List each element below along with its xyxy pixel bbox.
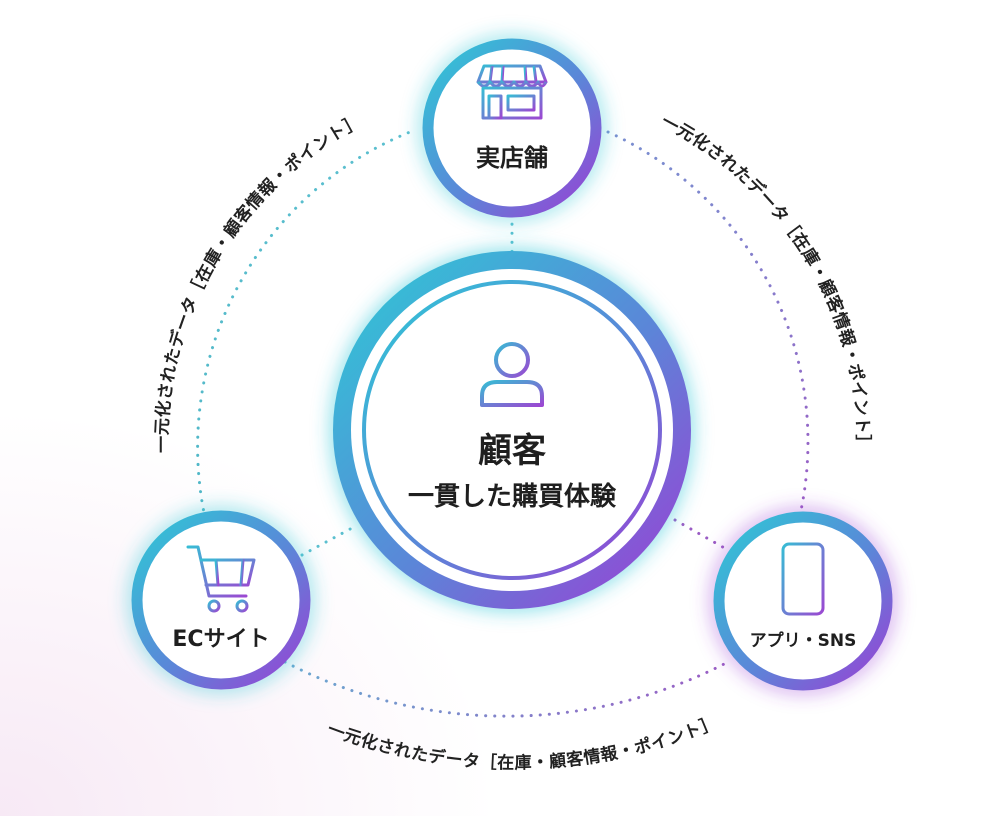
connector-bottom-dotted bbox=[283, 660, 730, 718]
node-store-label: 実店舗 bbox=[476, 144, 548, 172]
node-ec-site: ECサイト bbox=[128, 507, 314, 693]
center-title: 顧客 bbox=[478, 431, 546, 471]
center-subtitle: 一貫した購買体験 bbox=[408, 482, 617, 512]
shopping-cart-icon bbox=[186, 545, 256, 613]
connector-left-dotted bbox=[196, 130, 412, 547]
center-node: 顧客 一貫した購買体験 bbox=[330, 248, 694, 612]
node-app-sns-label: アプリ・SNS bbox=[750, 630, 857, 651]
spoke-left bbox=[300, 526, 354, 557]
connection-label-bottom: 一元化されたデータ［在庫・顧客情報・ポイント］ bbox=[325, 712, 721, 774]
smartphone-icon bbox=[781, 542, 825, 616]
storefront-icon bbox=[476, 64, 548, 120]
spoke-right bbox=[673, 518, 730, 552]
node-store: 実店舗 bbox=[419, 35, 605, 221]
person-icon bbox=[480, 342, 544, 407]
node-ec-site-label: ECサイト bbox=[172, 627, 269, 652]
node-app-sns: アプリ・SNS bbox=[710, 508, 896, 694]
